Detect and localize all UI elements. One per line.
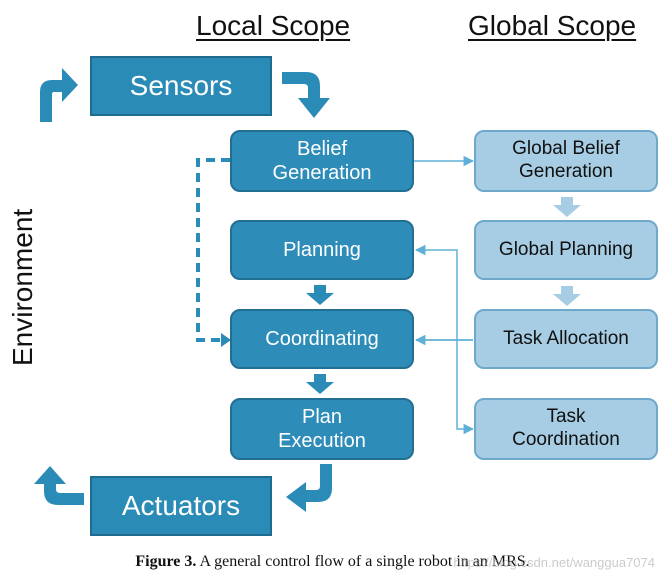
global-planning-label: Global Planning xyxy=(498,238,634,260)
coordinating-to-task-coordination-connector xyxy=(416,339,475,435)
task-allocation-box: Task Allocation xyxy=(474,309,658,369)
caption-text: A general control flow of a single robot… xyxy=(196,553,530,570)
sensors-to-belief-arrow xyxy=(282,72,330,118)
figure-caption: Figure 3. A general control flow of a si… xyxy=(0,553,665,571)
env-to-sensors-arrow xyxy=(40,68,78,122)
actuators-box: Actuators xyxy=(90,476,272,536)
actuators-to-env-arrow xyxy=(34,466,84,505)
sensors-box: Sensors xyxy=(90,56,272,116)
figure-number: Figure 3. xyxy=(135,553,197,570)
task-coordination-line1: Task xyxy=(546,406,586,428)
belief-to-coordinating-dashed xyxy=(196,158,230,342)
belief-generation-line1: Belief xyxy=(296,138,348,160)
actuators-label: Actuators xyxy=(121,490,241,522)
planning-label: Planning xyxy=(283,239,361,261)
execution-to-actuators-arrow xyxy=(286,464,332,512)
coordinating-label: Coordinating xyxy=(265,328,379,350)
belief-generation-box: Belief Generation xyxy=(230,130,414,192)
global-planning-to-allocation-arrow xyxy=(553,286,581,306)
task-coordination-line2: Coordination xyxy=(512,429,620,450)
task-allocation-label: Task Allocation xyxy=(503,327,629,349)
planning-to-coordinating-arrow xyxy=(306,285,334,305)
belief-generation-line2: Generation xyxy=(272,162,372,184)
global-planning-box: Global Planning xyxy=(474,220,658,280)
environment-label: Environment xyxy=(7,208,38,366)
global-belief-line2: Generation xyxy=(518,161,613,182)
task-coordination-box: Task Coordination xyxy=(474,398,658,460)
global-belief-to-planning-arrow xyxy=(553,197,581,217)
planning-box: Planning xyxy=(230,220,414,280)
coordinating-box: Coordinating xyxy=(230,309,414,369)
global-belief-line1: Global Belief xyxy=(512,138,620,160)
global-scope-heading: Global Scope xyxy=(468,10,637,41)
coordinating-to-execution-arrow xyxy=(306,374,334,394)
global-belief-generation-box: Global Belief Generation xyxy=(474,130,658,192)
sensors-label: Sensors xyxy=(129,70,233,102)
plan-execution-box: Plan Execution xyxy=(230,398,414,460)
plan-execution-line2: Execution xyxy=(278,430,366,452)
allocation-to-planning-connector xyxy=(414,244,473,341)
plan-execution-line1: Plan xyxy=(301,406,343,428)
watermark: https://blog.csdn.net/wanggua7074 xyxy=(453,555,655,570)
local-scope-heading: Local Scope xyxy=(196,10,351,41)
